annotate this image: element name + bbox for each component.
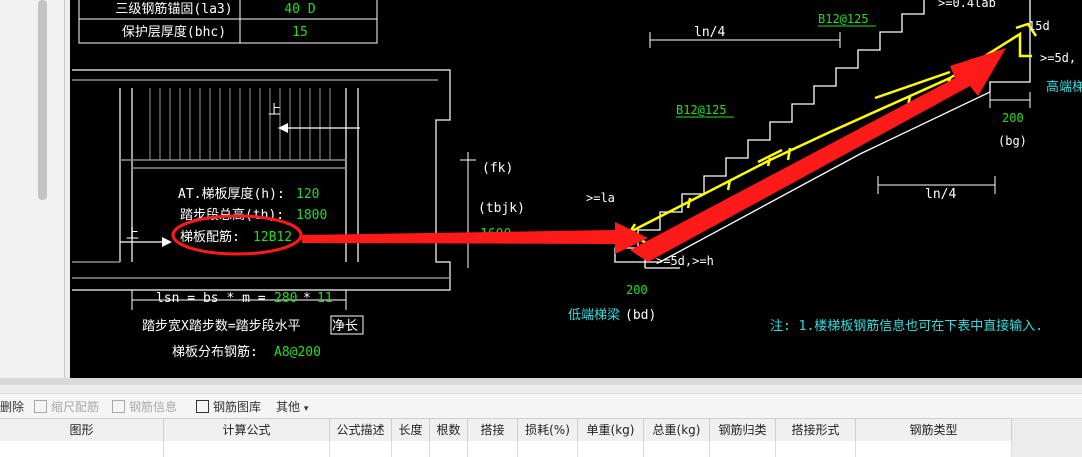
col-formula-desc[interactable]: 公式描述	[330, 419, 392, 441]
red-arrow-diagonal	[630, 48, 1006, 262]
chevron-down-icon: ▾	[303, 404, 309, 414]
drawing-note: 注: 1.楼梯板钢筋信息也可在下表中直接输入.	[770, 318, 1043, 334]
col-rebar-category[interactable]: 钢筋归类	[710, 419, 776, 441]
slab-rebar	[628, 22, 1038, 248]
col-lap[interactable]: 搭接	[468, 419, 518, 441]
params-table: 三级钢筋锚固(la3) 40 D 保护层厚度(bhc) 15	[78, 0, 378, 44]
col-rebar-type[interactable]: 钢筋类型	[856, 419, 1012, 441]
low-beam-label: 低端梯梁	[568, 308, 620, 323]
lsn-m-value[interactable]: 11	[317, 291, 333, 306]
col-length[interactable]: 长度	[392, 419, 430, 441]
lsn-caption-end: 净长	[332, 319, 358, 334]
fk-label: (fk)	[482, 161, 513, 176]
col-shape[interactable]: 图形	[0, 419, 164, 441]
low-beam-code: (bd)	[625, 308, 656, 323]
rebar-label: 梯板配筋:	[180, 229, 240, 245]
lsn-caption: 踏步宽X踏步数=踏步段水平	[142, 318, 301, 334]
top-anchor-label: >=0.4lab	[938, 0, 996, 10]
grid-cell[interactable]	[392, 441, 430, 457]
stair-drawing-canvas[interactable]: 三级钢筋锚固(la3) 40 D 保护层厚度(bhc) 15 上 上 (fk)	[70, 0, 1082, 378]
lsn-dimension	[131, 290, 347, 310]
delete-label: 删除	[0, 400, 25, 414]
rebar-toolbar: 删除 缩尺配筋 钢筋信息 钢筋图库 其他 ▾	[0, 393, 1082, 419]
lsn-bs-value[interactable]: 280	[274, 291, 297, 306]
param-value-bhc[interactable]: 15	[292, 25, 308, 40]
scale-rebar-label: 缩尺配筋	[51, 400, 100, 414]
col-total-weight[interactable]: 总重(kg)	[644, 419, 710, 441]
rebar-library-button[interactable]: 钢筋图库	[196, 398, 261, 415]
param-label-bhc: 保护层厚度(bhc)	[122, 24, 226, 40]
vertical-scrollbar[interactable]	[38, 0, 47, 200]
dist-rebar-value[interactable]: A8@200	[274, 345, 321, 360]
high-beam-label: 高端梯	[1046, 79, 1082, 95]
scale-rebar-button[interactable]: 缩尺配筋	[34, 398, 99, 415]
ln4-bottom-label: ln/4	[925, 187, 956, 202]
annotation-arrows	[302, 48, 1006, 262]
grid-cell[interactable]	[518, 441, 578, 457]
col-loss[interactable]: 损耗(%)	[518, 419, 578, 441]
other-menu-button[interactable]: 其他 ▾	[276, 398, 308, 415]
other-label: 其他	[276, 400, 301, 414]
param-label-la3: 三级钢筋锚固(la3)	[115, 1, 232, 17]
grid-cell[interactable]	[164, 441, 330, 457]
col-unit-weight[interactable]: 单重(kg)	[578, 419, 644, 441]
lsn-op: *	[303, 291, 311, 306]
rebar-info-label: 钢筋信息	[129, 400, 178, 414]
d15-label: 15d	[1028, 19, 1050, 33]
la-label: >=la	[586, 191, 615, 205]
library-icon	[196, 400, 209, 413]
up-label-top: 上	[268, 103, 281, 118]
grid-cell[interactable]	[330, 441, 392, 457]
rebar-grid-header: 图形 计算公式 公式描述 长度 根数 搭接 损耗(%) 单重(kg) 总重(kg…	[0, 418, 1012, 442]
thickness-label: AT.梯板厚度(h):	[178, 186, 285, 202]
col-lap-type[interactable]: 搭接形式	[776, 419, 856, 441]
grid-cell[interactable]	[776, 441, 856, 457]
ln4-top-label: ln/4	[694, 25, 725, 40]
left-panel	[0, 0, 65, 385]
hook-low-label: >=5d,>=h	[656, 254, 714, 268]
tbjk-label: (tbjk)	[478, 201, 525, 216]
plan-up-arrows: 上 上	[120, 103, 360, 247]
up-label-bottom: 上	[126, 227, 139, 242]
rebar-info-button[interactable]: 钢筋信息	[112, 398, 177, 415]
dist-rebar-label: 梯板分布钢筋:	[172, 344, 258, 360]
grid-cell[interactable]	[0, 441, 164, 457]
hook-high-label: >=5d,	[1040, 51, 1076, 65]
rebar-value[interactable]: 12B12	[253, 230, 292, 245]
rebar-top-label[interactable]: B12@125	[818, 12, 869, 26]
dim-low-value[interactable]: 200	[626, 283, 648, 297]
delete-button[interactable]: 删除	[0, 398, 24, 415]
col-count[interactable]: 根数	[430, 419, 468, 441]
plan-dimension-right	[460, 152, 476, 268]
info-icon	[112, 400, 125, 413]
rebar-grid-body[interactable]	[0, 441, 1012, 457]
rebar-highlight-ellipse	[171, 214, 303, 256]
red-arrow-horizontal	[302, 222, 648, 254]
grid-cell[interactable]	[430, 441, 468, 457]
rebar-library-label: 钢筋图库	[213, 400, 262, 414]
grid-cell[interactable]	[856, 441, 1012, 457]
bg-label: (bg)	[998, 134, 1027, 148]
grid-cell[interactable]	[644, 441, 710, 457]
grid-cell[interactable]	[578, 441, 644, 457]
stair-plan-view	[72, 69, 451, 291]
rebar-mid-label[interactable]: B12@125	[676, 103, 727, 117]
plan-treads	[149, 88, 331, 160]
lsn-formula: lsn = bs * m =	[156, 291, 266, 306]
col-formula[interactable]: 计算公式	[164, 419, 330, 441]
canvas-bottom-strip	[0, 378, 1082, 385]
grid-cell[interactable]	[468, 441, 518, 457]
height-value[interactable]: 1800	[296, 208, 327, 223]
scale-icon	[34, 400, 47, 413]
dim-high-value[interactable]: 200	[1002, 111, 1024, 125]
thickness-value[interactable]: 120	[296, 187, 319, 202]
grid-cell[interactable]	[710, 441, 776, 457]
stair-drawing-svg[interactable]: 三级钢筋锚固(la3) 40 D 保护层厚度(bhc) 15 上 上 (fk)	[70, 0, 1082, 378]
caption-end-box	[330, 315, 364, 335]
param-value-la3[interactable]: 40 D	[284, 2, 315, 17]
